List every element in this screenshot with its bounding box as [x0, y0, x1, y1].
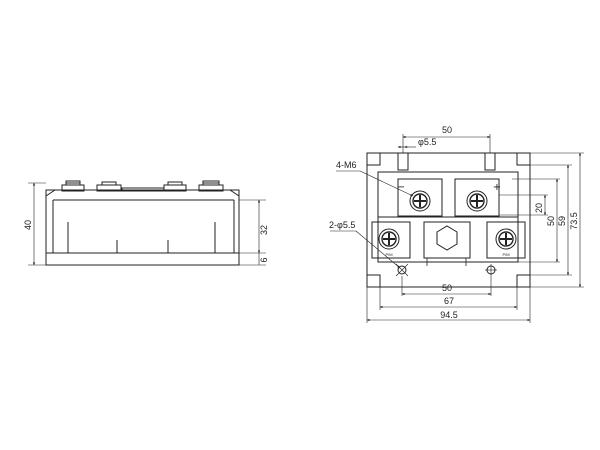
dim-label-4-m6: 4-M6 [336, 160, 357, 170]
dim-label-top-50: 50 [442, 125, 452, 135]
dim-label-bottom-50: 50 [442, 283, 452, 293]
side-terminal-mid-left [96, 181, 122, 192]
dim-label-6: 6 [259, 257, 269, 262]
dim-label-20: 20 [534, 203, 544, 213]
dim-label-73-5: 73.5 [569, 212, 579, 230]
top-cell-right [454, 178, 500, 217]
side-view [28, 180, 266, 266]
side-body-outline [45, 189, 240, 266]
screw-top-right-icon [466, 190, 488, 212]
top-cell-left [397, 178, 443, 217]
dim-label-2-phi-5-5: 2-φ5.5 [329, 220, 355, 230]
front-view [366, 152, 531, 288]
screw-top-left-icon [409, 190, 431, 212]
front-dimensions [330, 134, 584, 323]
bottom-cell-right [486, 221, 526, 259]
screw-bottom-left-icon [378, 228, 400, 250]
bottom-cell-left [371, 221, 411, 259]
terminal-minus-symbol: − [397, 182, 405, 193]
dim-label-59: 59 [557, 216, 567, 226]
front-left-ear [367, 153, 381, 166]
dim-label-94-5: 94.5 [440, 310, 458, 320]
bottom-cell-center [423, 221, 471, 259]
center-hex-nut-icon [436, 225, 458, 251]
side-terminal-left [61, 180, 85, 192]
side-terminal-right [198, 180, 224, 192]
screw-bottom-right-icon [495, 228, 517, 250]
dim-label-67: 67 [444, 296, 454, 306]
front-base-outline [366, 152, 531, 288]
dim-label-32: 32 [259, 225, 269, 235]
side-center-plate [121, 187, 165, 192]
front-right-ear [516, 153, 530, 166]
side-top-shoulder [45, 189, 240, 197]
dim-label-40: 40 [23, 220, 33, 230]
front-left-bottom-ear [367, 274, 381, 287]
top-slot-right [484, 153, 496, 171]
terminal-plus-symbol: + [493, 182, 501, 193]
dim-label-phi-5-5: φ5.5 [418, 137, 436, 147]
terminal-tag-right: P/M [502, 252, 509, 257]
terminal-tag-left: P/M [385, 252, 392, 257]
mount-hole-left [397, 265, 407, 275]
dim-label-50-vertical: 50 [546, 216, 556, 226]
front-right-bottom-ear [516, 274, 530, 287]
top-slot-left [397, 153, 409, 171]
